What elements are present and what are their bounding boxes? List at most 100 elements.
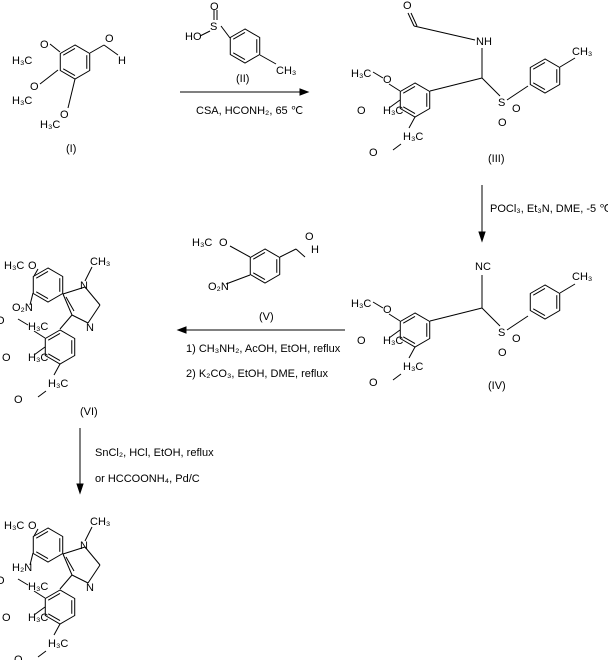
atom-label: NC [475,261,491,273]
atom-label: N [80,280,88,292]
bond [35,551,49,560]
atom-label: H₃C [48,638,68,650]
bond [279,248,297,258]
atom-label: O [60,109,69,121]
arrow-step4 [76,428,84,495]
atom-label: H₃C [28,321,48,333]
atom-label: N [86,322,94,334]
bond [481,307,501,327]
bond [35,530,49,539]
bond [388,313,401,322]
bond [62,47,76,56]
atom-label: H₃C [383,105,403,117]
atom-label: O [105,33,114,45]
atom-label: O [0,315,5,327]
atom-label: S [498,97,505,109]
atom-label: H₃C [351,68,371,80]
bond [408,346,416,359]
bond [84,266,93,282]
benzene-ring [44,329,76,365]
bond [71,574,89,584]
benzene-ring [32,267,64,303]
atom-label: O [383,304,392,316]
atom-label: N [80,540,88,552]
atom-label: H [118,55,126,67]
bond [84,286,101,306]
bond [199,30,211,37]
atom-label: O [305,231,314,243]
atom-label: O [512,103,521,115]
bond-drawing [17,10,576,658]
bond [53,363,61,376]
atom-label: O [210,1,219,13]
bond [47,613,61,622]
label-compound-V: (V) [259,311,274,323]
bond [65,556,75,572]
atom-label: O [403,0,412,12]
bond [17,578,29,586]
label-compound-VI: (VI) [80,406,98,418]
bond [47,592,61,601]
bond [87,564,101,584]
atom-label: H₃C [403,131,423,143]
atom-label: O₂N [208,281,229,293]
atom-label: H₃C [28,612,48,624]
bond [407,12,415,27]
bond [506,315,529,331]
benzene-ring [529,284,561,320]
atom-label: O [369,147,378,159]
bond [33,330,46,339]
arrow-step3 [176,326,345,334]
bond [232,52,246,61]
bond [71,314,89,324]
atom-label: O [0,575,5,587]
benzene-ring [249,248,281,284]
atom-label: CH₃ [90,516,110,528]
bond [33,590,46,599]
label-compound-IV: (IV) [488,380,506,392]
bond [295,248,306,258]
atom-label: H₃C [28,581,48,593]
label-compound-I: (I) [66,143,76,155]
atom-label: O [512,333,521,345]
atom-label: O [28,260,37,272]
bond [429,307,483,322]
atom-label: N [86,582,94,594]
bond [388,99,401,109]
bond [29,292,34,306]
atom-label: CH₃ [90,256,110,268]
atom-label: O [357,105,366,117]
bond [481,77,501,97]
bond [35,270,49,279]
atom-label: O [30,81,39,93]
step1-conditions: CSA, HCONH₂, 65 ℃ [196,105,303,117]
bond [402,106,416,115]
atom-label: CH₃ [572,46,592,58]
benzene-ring [44,589,76,625]
bond [84,546,101,566]
atom-label: S [498,327,505,339]
bond [402,315,416,324]
bond [429,77,483,92]
bond [67,78,76,109]
bond [408,116,416,129]
bond [402,336,416,345]
atom-label: H₂N [12,562,32,574]
bond [402,85,416,94]
bond [33,606,46,616]
atom-label: H₃C [48,378,68,390]
atom-label: O [14,654,23,660]
atom-label: H₃C [12,55,32,67]
atom-label: HO [185,31,202,43]
atom-label: O [40,39,49,51]
bond [225,274,251,285]
atom-label: H₃C [28,352,48,364]
bond [29,552,34,566]
benzene-ring [399,312,431,348]
benzene-ring [399,82,431,118]
arrow-step2 [478,185,486,243]
step3-conditions-2: 2) K₂CO₃, EtOH, DME, reflux [186,368,328,380]
bond [47,353,61,362]
bond [413,25,476,41]
